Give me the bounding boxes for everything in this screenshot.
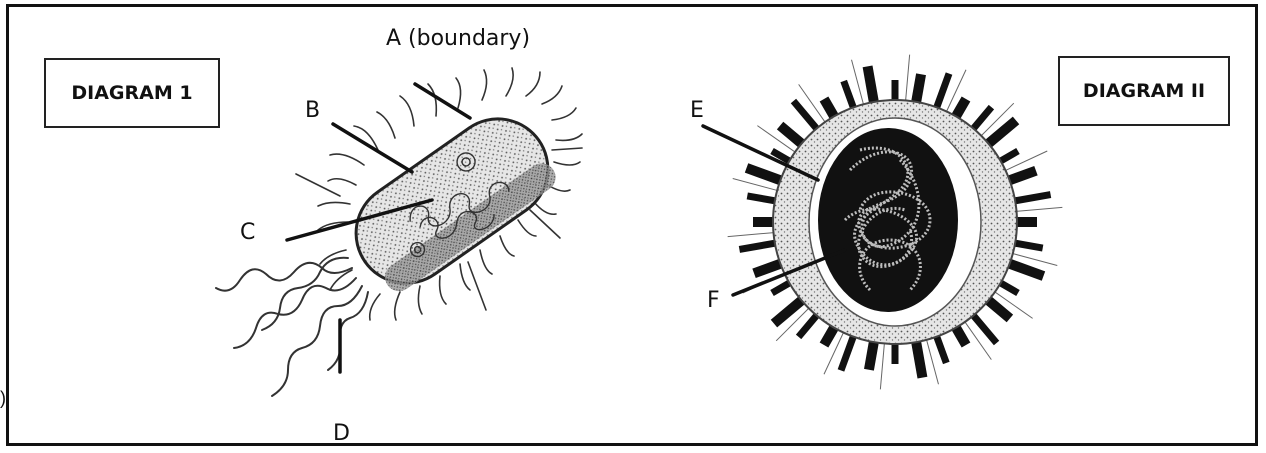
surface-fiber bbox=[905, 55, 909, 103]
leader-line-b bbox=[333, 124, 412, 172]
flagella bbox=[216, 258, 368, 396]
surface-fiber bbox=[1015, 207, 1063, 211]
surface-fiber bbox=[728, 232, 776, 236]
surface-fiber bbox=[880, 342, 884, 390]
virus bbox=[728, 55, 1063, 390]
cell-body bbox=[336, 99, 567, 303]
bacterium bbox=[216, 68, 582, 396]
leader-line-a bbox=[415, 84, 470, 118]
